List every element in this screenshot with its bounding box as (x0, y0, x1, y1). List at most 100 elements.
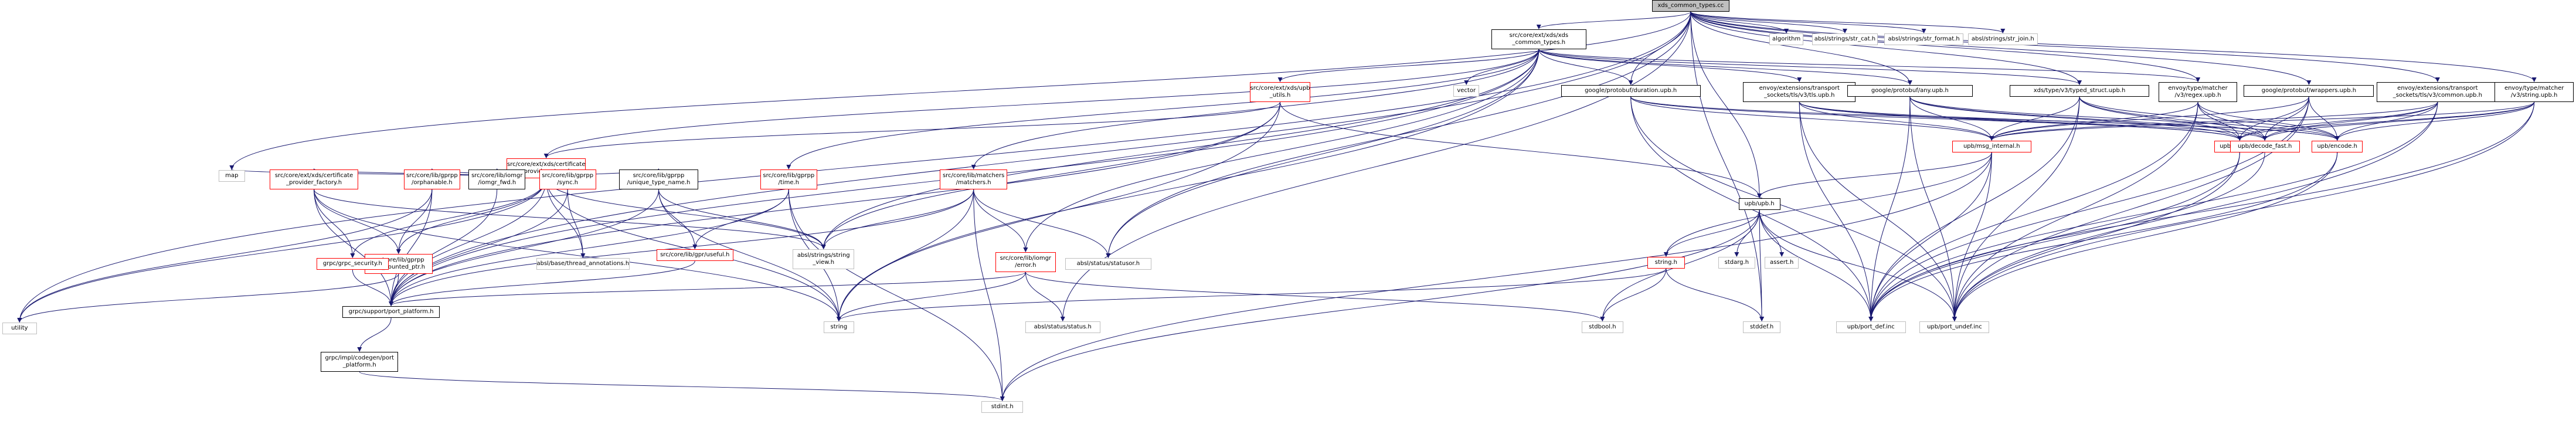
graph-edge (543, 49, 1540, 158)
graph-node-n12[interactable]: envoy/type/matcher /v3/regex.upb.h (2158, 82, 2238, 102)
graph-node-n11[interactable]: xds/type/v3/typed_struct.upb.h (2010, 85, 2149, 97)
graph-edge (973, 189, 1028, 252)
graph-node-n31[interactable]: grpc/grpc_security.h (316, 258, 389, 270)
graph-edge (1690, 11, 2006, 33)
graph-node-n37[interactable]: string.h (1647, 257, 1685, 269)
graph-edge (357, 317, 392, 352)
graph-edge (2262, 101, 2438, 141)
graph-edge (821, 101, 1281, 249)
graph-edge (389, 189, 974, 306)
graph-edge (389, 189, 659, 306)
graph-edge (788, 189, 1005, 401)
graph-edge (836, 272, 1026, 321)
graph-node-n25[interactable]: src/core/ext/xds/certificate _provider_f… (270, 169, 358, 189)
graph-node-n10[interactable]: google/protobuf/any.upb.h (1847, 85, 1973, 97)
graph-edge (1799, 101, 1994, 141)
graph-edge (1952, 96, 2309, 321)
graph-edge (543, 101, 1281, 158)
graph-edge (17, 11, 1691, 323)
graph-node-n29[interactable]: upb/upb.h (1738, 198, 1780, 210)
graph-node-n2: algorithm (1769, 33, 1804, 45)
graph-edge (1989, 96, 2080, 141)
graph-node-n28[interactable]: src/core/lib/gprpp /unique_type_name.h (619, 169, 698, 189)
graph-edge (1952, 152, 1992, 321)
graph-edge (1630, 96, 1994, 141)
graph-node-n44: string (823, 321, 854, 333)
graph-edge (389, 260, 695, 306)
graph-edge (836, 189, 974, 321)
graph-edge (1757, 152, 1992, 198)
graph-node-n33[interactable]: src/core/lib/gpr/useful.h (656, 249, 734, 261)
graph-node-n14[interactable]: envoy/extensions/transport _sockets/tls/… (2377, 82, 2499, 102)
graph-edge (1277, 49, 1540, 82)
graph-edge (1690, 11, 1762, 198)
graph-node-n34: absl/strings/string _view.h (793, 249, 855, 269)
graph-node-n27[interactable]: src/core/lib/gprpp /sync.h (539, 169, 596, 189)
graph-node-n18[interactable]: src/core/lib/matchers /matchers.h (939, 169, 1008, 189)
graph-edge (1868, 96, 1911, 321)
graph-node-n21[interactable]: upb/decode_fast.h (2230, 141, 2300, 152)
graph-edge (1690, 11, 2312, 85)
graph-edge (1799, 101, 1957, 321)
graph-edge (1690, 11, 1847, 33)
graph-node-n5: absl/strings/str_join.h (1967, 33, 2038, 45)
graph-edge (396, 178, 547, 254)
graph-edge (1666, 268, 1765, 321)
graph-node-n1[interactable]: src/core/ext/xds/xds _common_types.h (1491, 29, 1586, 49)
graph-node-n6[interactable]: src/core/ext/xds/upb _utils.h (1250, 82, 1311, 102)
graph-edge (1952, 152, 2240, 321)
graph-node-n42: utility (2, 323, 37, 334)
graph-edge (17, 189, 433, 323)
graph-node-n9[interactable]: envoy/extensions/transport _sockets/tls/… (1743, 82, 1856, 102)
graph-node-n13[interactable]: google/protobuf/wrappers.upb.h (2244, 85, 2374, 97)
graph-node-n17[interactable]: src/core/lib/gprpp /time.h (760, 169, 817, 189)
graph-node-n35[interactable]: src/core/lib/iomgr /error.h (995, 252, 1056, 272)
graph-edge (567, 189, 586, 258)
graph-edge (2079, 96, 2340, 141)
graph-edge (836, 101, 1281, 321)
graph-node-n24[interactable]: src/core/lib/gprpp /orphanable.h (403, 169, 461, 189)
graph-edge (1690, 11, 2440, 82)
graph-edge (1868, 96, 2080, 321)
graph-node-n4: absl/strings/str_format.h (1884, 33, 1963, 45)
graph-edge (1909, 96, 1994, 141)
graph-node-n15[interactable]: envoy/type/matcher /v3/string.upb.h (2495, 82, 2574, 102)
graph-edge (17, 178, 547, 323)
graph-edge (1025, 272, 1065, 321)
graph-node-n26[interactable]: src/core/lib/iomgr /iomgr_fwd.h (468, 169, 526, 189)
graph-edge (1000, 209, 1760, 401)
graph-node-n19[interactable]: upb/msg_internal.h (1952, 141, 2031, 152)
graph-edge (1600, 268, 1667, 321)
graph-edge (1952, 101, 2535, 321)
graph-edge (971, 49, 1540, 169)
graph-edge (1868, 96, 2309, 321)
graph-edge (1663, 209, 1760, 257)
graph-node-n43[interactable]: grpc/support/port_platform.h (342, 306, 440, 318)
graph-node-n48[interactable]: grpc/impl/codegen/port _platform.h (321, 352, 398, 372)
graph-edge (2079, 96, 2268, 141)
graph-edge (389, 11, 1691, 306)
graph-edge (389, 189, 498, 306)
graph-edge (1630, 96, 1957, 321)
graph-edge (2237, 101, 2438, 141)
graph-node-n8[interactable]: google/protobuf/duration.upb.h (1561, 85, 1701, 97)
graph-node-n3: absl/strings/str_cat.h (1812, 33, 1878, 45)
graph-edge (821, 49, 1540, 249)
graph-edge (1909, 96, 1957, 321)
graph-edge (17, 273, 399, 323)
graph-edge (2079, 96, 2242, 141)
graph-edge (821, 189, 974, 249)
graph-edge (1868, 152, 2338, 321)
graph-edge (389, 101, 1281, 306)
graph-edge (1690, 11, 2200, 82)
graph-edge (1690, 11, 1926, 33)
graph-edge (1663, 152, 1992, 257)
graph-edge (1989, 96, 2309, 141)
graph-edge (1538, 49, 1912, 85)
graph-node-n22[interactable]: upb/encode.h (2312, 141, 2363, 152)
graph-edge (1989, 101, 2535, 141)
graph-edge (389, 189, 433, 306)
graph-node-n23: map (219, 170, 245, 182)
graph-edge (1868, 152, 2240, 321)
graph-edge (837, 268, 1667, 321)
